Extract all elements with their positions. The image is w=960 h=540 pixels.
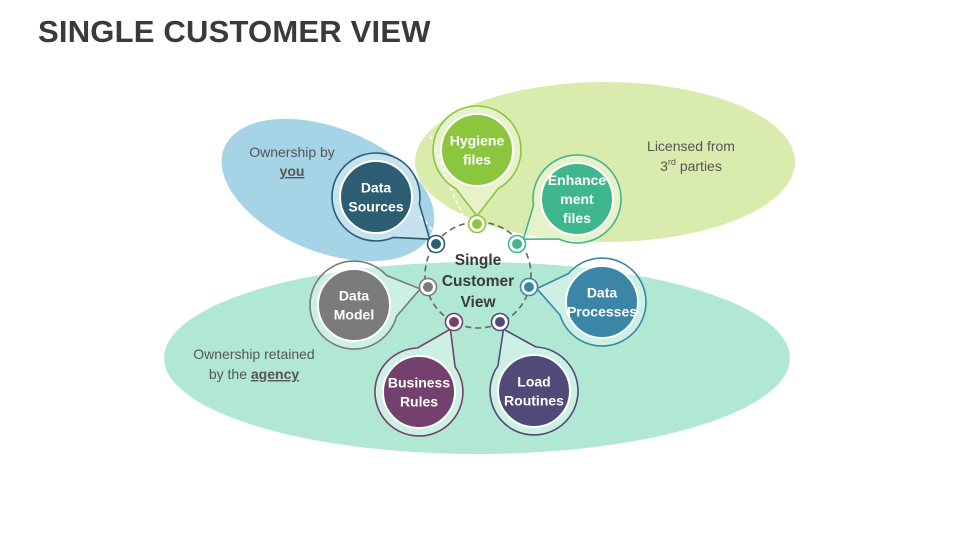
enhancement-files-connector-dot: [512, 239, 522, 249]
data-model-label-line2: Model: [334, 307, 374, 323]
enhancement-files-circle: [540, 162, 614, 236]
enhancement-files-label-line2: ment: [560, 191, 594, 207]
load-routines-label-line2: Routines: [504, 393, 564, 409]
agency-note-pre: by the: [209, 366, 251, 382]
data-processes-circle: [565, 265, 639, 339]
load-routines-connector-dot: [495, 317, 505, 327]
nodes-layer: DataSourcesHygienefilesEnhancementfilesD…: [309, 105, 647, 437]
data-sources-connector-dot: [431, 239, 441, 249]
licensed-note-line2: 3rd parties: [660, 157, 722, 174]
you-note-line2: you: [280, 163, 305, 179]
data-processes-label-line1: Data: [587, 285, 618, 301]
you-region-boundary: [419, 215, 449, 263]
data-sources-circle: [339, 160, 413, 234]
hygiene-files-label-line2: files: [463, 152, 491, 168]
hygiene-files-circle: [440, 113, 514, 187]
enhancement-files-node: Enhance ment files: [507, 154, 622, 254]
center-ring: [424, 221, 532, 329]
licensed-note-sup: rd: [668, 157, 676, 167]
center-label-line3: View: [460, 294, 496, 311]
licensed-note-line1: Licensed from: [647, 138, 735, 154]
load-routines-circle: [497, 354, 571, 428]
agency-note-line2: by the agency: [209, 366, 299, 382]
you-note-line1: Ownership by: [249, 144, 335, 160]
data-sources-label-line1: Data: [361, 180, 392, 196]
business-rules-label-line1: Business: [388, 375, 450, 391]
data-processes-label-line2: Processes: [567, 304, 637, 320]
hygiene-files-node: Hygiene files: [432, 105, 522, 234]
load-routines-label-line1: Load: [517, 374, 550, 390]
hygiene-files-connector-dot: [472, 219, 482, 229]
licensed-note-rest: parties: [676, 158, 722, 174]
enhancement-files-label-line1: Enhance: [548, 172, 607, 188]
enhancement-files-label-line3: files: [563, 210, 591, 226]
data-model-connector-dot: [423, 282, 433, 292]
business-rules-connector-dot: [449, 317, 459, 327]
page-title: SINGLE CUSTOMER VIEW: [38, 14, 431, 49]
hygiene-files-label-line1: Hygiene: [450, 133, 505, 149]
data-model-circle: [317, 268, 391, 342]
licensed-region-boundary: [429, 134, 471, 231]
data-processes-connector-dot: [524, 282, 534, 292]
center-label-line1: Single: [455, 252, 502, 269]
agency-note-em: agency: [251, 366, 299, 382]
agency-note-line1: Ownership retained: [193, 346, 314, 362]
business-rules-circle: [382, 355, 456, 429]
center-label-line2: Customer: [442, 273, 514, 290]
licensed-note-num: 3: [660, 158, 668, 174]
business-rules-label-line2: Rules: [400, 394, 438, 410]
data-model-label-line1: Data: [339, 288, 370, 304]
data-sources-label-line2: Sources: [348, 199, 403, 215]
